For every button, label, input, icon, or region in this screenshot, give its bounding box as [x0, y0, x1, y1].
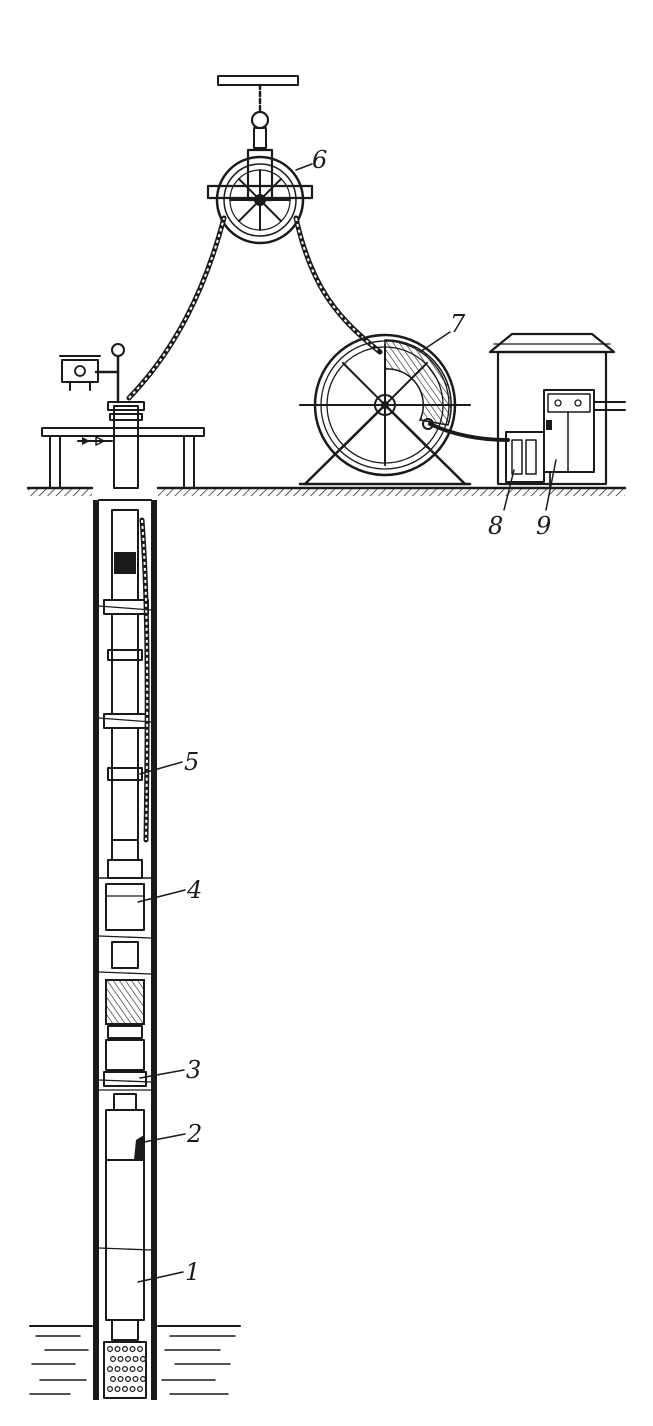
strainer-hole — [132, 1375, 139, 1382]
starter-box — [505, 431, 545, 483]
strainer-hole — [137, 1365, 144, 1372]
strainer-hole — [129, 1365, 136, 1372]
discharge-head — [98, 839, 152, 939]
callout-8: 8 — [488, 512, 503, 540]
submersible-motor — [98, 1159, 152, 1341]
strainer-hole — [124, 1375, 131, 1382]
intake-strainer — [103, 1341, 147, 1399]
callout-5: 5 — [184, 748, 199, 776]
cable-drum — [298, 333, 472, 486]
ground-surface — [26, 486, 627, 496]
strainer-hole — [140, 1375, 147, 1382]
strainer-hole — [121, 1385, 128, 1392]
strainer-hole — [114, 1365, 121, 1372]
strainer-hole — [117, 1355, 124, 1362]
strainer-hole — [121, 1345, 128, 1352]
strainer-hole — [137, 1345, 144, 1352]
strainer-hole — [117, 1375, 124, 1382]
strainer-hole — [121, 1365, 128, 1372]
strainer-hole — [109, 1355, 116, 1362]
water-level — [29, 1325, 241, 1395]
callout-2: 2 — [186, 1120, 202, 1148]
pump-stages — [98, 941, 152, 1071]
strainer-hole — [137, 1385, 144, 1392]
strainer-hole — [109, 1375, 116, 1382]
motor-protector — [105, 1093, 145, 1161]
strainer-hole — [132, 1355, 139, 1362]
strainer-hole — [114, 1345, 121, 1352]
control-booth — [488, 332, 626, 489]
strainer-hole — [106, 1385, 113, 1392]
leader-lines — [137, 163, 557, 1283]
wellhead-platform — [41, 427, 205, 489]
callout-3: 3 — [186, 1056, 201, 1084]
wellhead-fittings — [59, 343, 145, 489]
strainer-hole — [124, 1355, 131, 1362]
strainer-hole — [106, 1365, 113, 1372]
rising-main-pipe — [98, 509, 152, 843]
callout-9: 9 — [536, 512, 551, 540]
callout-4: 4 — [186, 876, 202, 904]
callout-1: 1 — [185, 1258, 200, 1286]
callout-7: 7 — [450, 310, 466, 338]
strainer-hole — [129, 1345, 136, 1352]
power-cable — [126, 215, 510, 442]
strainer-hole — [129, 1385, 136, 1392]
strainer-hole — [140, 1355, 147, 1362]
pulley-block — [206, 148, 314, 245]
pump-inlet — [98, 1071, 152, 1091]
well-casing — [93, 499, 157, 1400]
hoist-beam — [217, 75, 299, 149]
callout-6: 6 — [312, 146, 327, 174]
strainer-hole — [114, 1385, 121, 1392]
strainer-hole — [106, 1345, 113, 1352]
